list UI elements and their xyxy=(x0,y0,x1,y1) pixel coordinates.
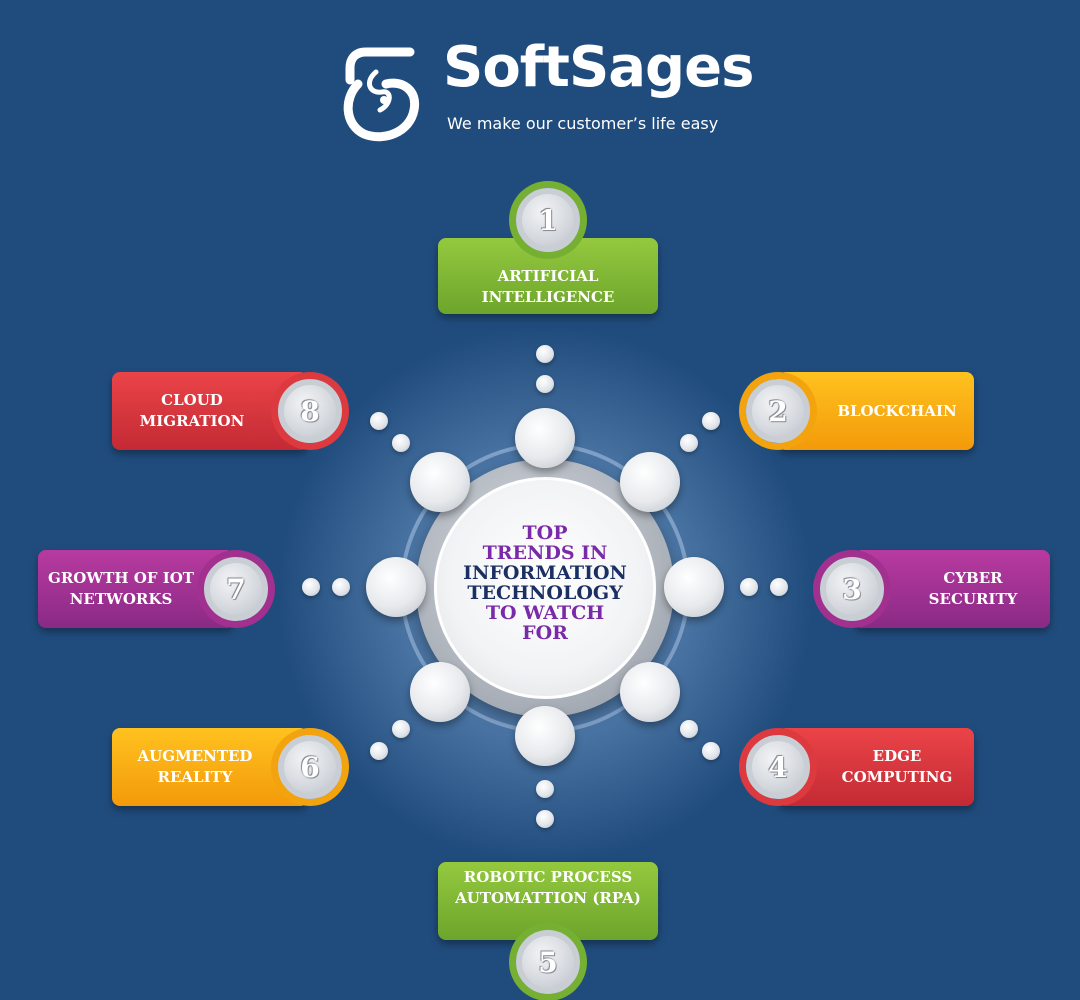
connector-dot xyxy=(370,412,388,430)
connector-dot xyxy=(702,412,720,430)
trend-text-line: REALITY xyxy=(157,768,233,786)
hub-node-top-right xyxy=(620,452,680,512)
trend-badge-4: 4 xyxy=(746,735,810,799)
trend-text-line: ROBOTIC PROCESS xyxy=(463,868,633,886)
hub-title-line: TECHNOLOGY xyxy=(467,582,623,604)
connector-dot xyxy=(392,720,410,738)
softsages-logo-icon xyxy=(343,47,420,142)
hub-title: TOP TRENDS IN INFORMATION TECHNOLOGY TO … xyxy=(446,523,644,643)
trend-label-4: EDGE COMPUTING xyxy=(778,728,974,806)
hub-title-line: TRENDS IN xyxy=(482,542,608,564)
hub-title-line: INFORMATION xyxy=(463,562,627,584)
hub-title-line: FOR xyxy=(522,622,568,644)
trend-text-line: SECURITY xyxy=(928,590,1018,608)
connector-dot xyxy=(680,720,698,738)
trend-label-7: GROWTH OF IOT NETWORKS xyxy=(38,550,234,628)
connector-dot xyxy=(392,434,410,452)
trend-text-line: BLOCKCHAIN xyxy=(837,401,957,420)
trend-label-3: CYBER SECURITY xyxy=(854,550,1050,628)
connector-dot xyxy=(536,345,554,363)
trend-text-line: MIGRATION xyxy=(139,412,245,430)
hub-node-left xyxy=(366,557,426,617)
hub-node-bottom xyxy=(515,706,575,766)
connector-dot xyxy=(770,578,788,596)
trend-text-line: AUTOMATTION (RPA) xyxy=(455,889,641,907)
trend-badge-7: 7 xyxy=(204,557,268,621)
connector-dot xyxy=(370,742,388,760)
brand-name: SoftSages xyxy=(443,35,754,100)
hub-node-top xyxy=(515,408,575,468)
trend-badge-3: 3 xyxy=(820,557,884,621)
hub-node-right xyxy=(664,557,724,617)
hub-title-line: TOP xyxy=(522,522,568,544)
trend-text-line: EDGE xyxy=(872,747,922,765)
trend-badge-6: 6 xyxy=(278,735,342,799)
connector-dot xyxy=(702,742,720,760)
trend-text-line: COMPUTING xyxy=(841,768,953,786)
connector-dot xyxy=(332,578,350,596)
connector-dot xyxy=(302,578,320,596)
trend-badge-5: 5 xyxy=(516,930,580,994)
connector-dot xyxy=(536,810,554,828)
trend-badge-1: 1 xyxy=(516,188,580,252)
connector-dot xyxy=(536,375,554,393)
hub-title-line: TO WATCH xyxy=(485,602,605,624)
hub-node-bottom-right xyxy=(620,662,680,722)
trend-label-6: AUGMENTED REALITY xyxy=(112,728,308,806)
connector-dot xyxy=(740,578,758,596)
brand-tagline: We make our customer’s life easy xyxy=(447,114,719,133)
hub-node-bottom-left xyxy=(410,662,470,722)
hub-core xyxy=(434,477,656,699)
trend-text-line: GROWTH OF IOT xyxy=(48,569,194,587)
hub-node-top-left xyxy=(410,452,470,512)
connector-dot xyxy=(680,434,698,452)
trend-text-line: AUGMENTED xyxy=(137,747,253,765)
trend-label-2: BLOCKCHAIN xyxy=(778,372,974,450)
trend-text-line: INTELLIGENCE xyxy=(481,288,615,306)
trend-text-line: CYBER xyxy=(943,569,1003,587)
connector-dot xyxy=(536,780,554,798)
trend-text-line: CLOUD xyxy=(161,391,223,409)
trend-text-line: NETWORKS xyxy=(69,590,173,608)
trend-label-8: CLOUD MIGRATION xyxy=(112,372,308,450)
trend-text-line: ARTIFICIAL xyxy=(497,267,599,285)
trend-label-5: ROBOTIC PROCESS AUTOMATTION (RPA) xyxy=(438,862,658,940)
trend-badge-2: 2 xyxy=(746,379,810,443)
trend-badge-8: 8 xyxy=(278,379,342,443)
